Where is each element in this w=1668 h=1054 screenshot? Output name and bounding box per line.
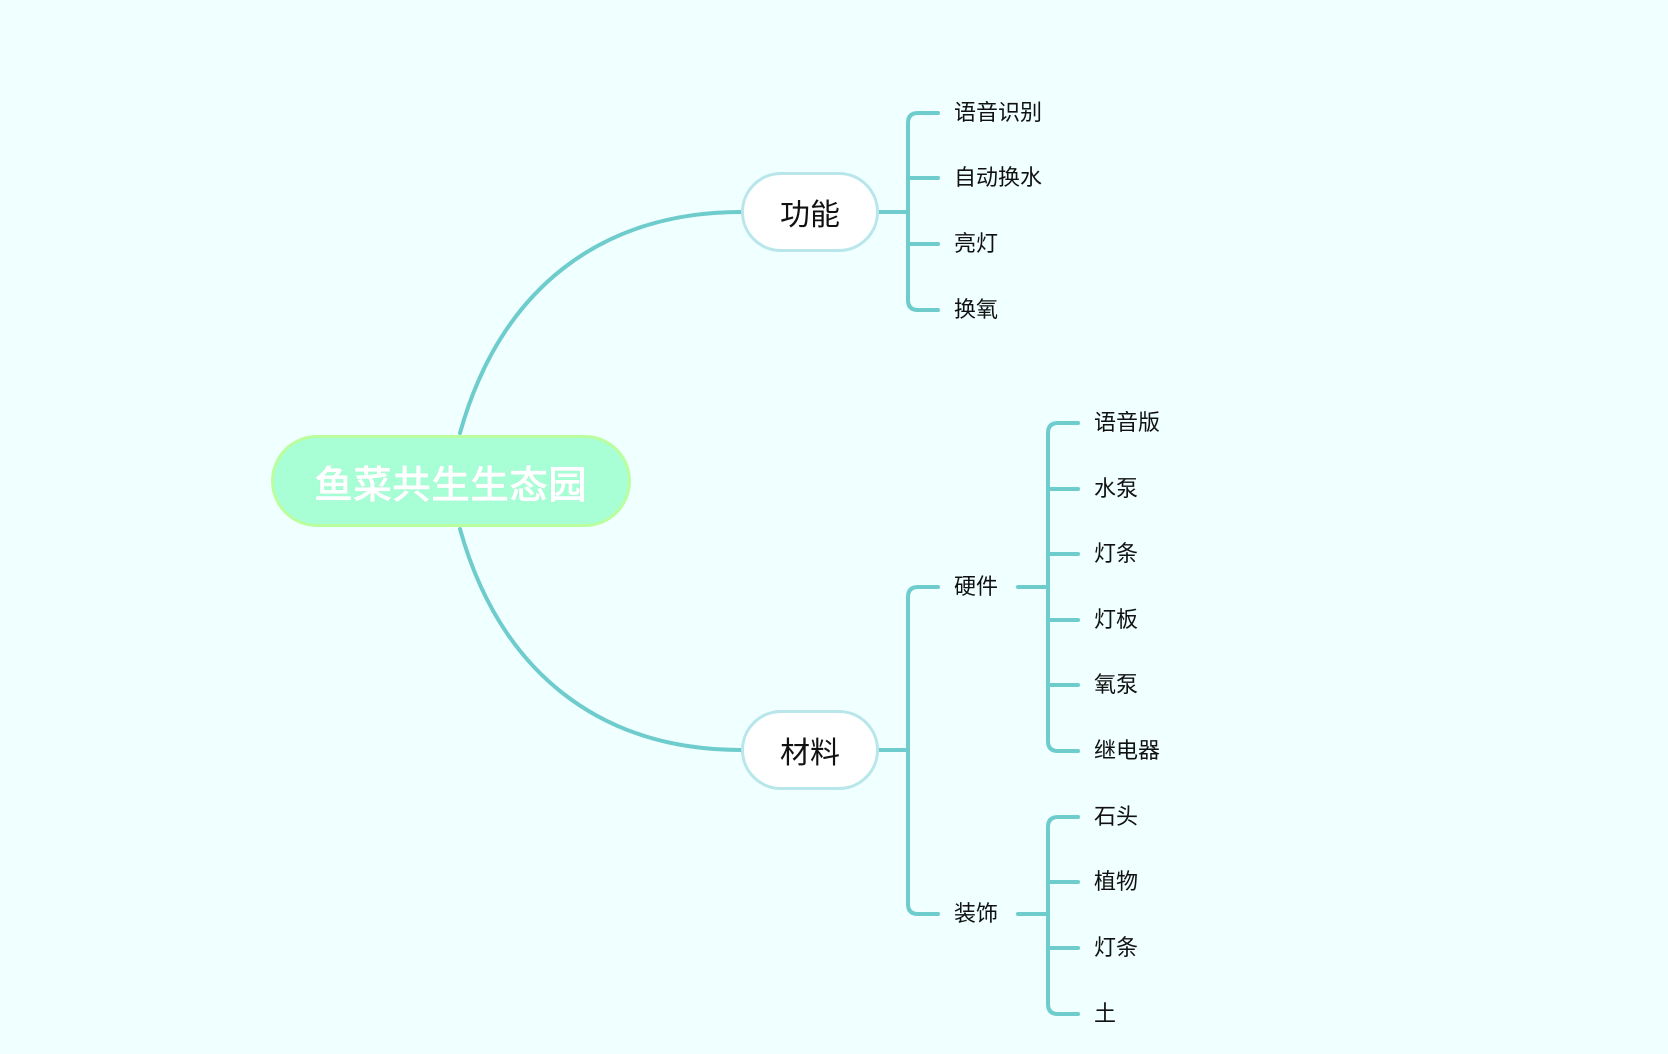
leaf-hardware-6[interactable]: 继电器 bbox=[1094, 739, 1161, 764]
connector-functions-bracket bbox=[906, 111, 940, 312]
connector-root-functions bbox=[458, 210, 743, 435]
leaf-decor-1[interactable]: 石头 bbox=[1094, 805, 1139, 830]
leaf-hardware-5[interactable]: 氧泵 bbox=[1094, 673, 1139, 698]
leaf-function-3[interactable]: 亮灯 bbox=[954, 232, 999, 257]
leaf-function-2[interactable]: 自动换水 bbox=[954, 166, 1043, 191]
connector-hardware-bracket bbox=[1046, 421, 1080, 753]
branch-node-functions[interactable]: 功能 bbox=[741, 172, 879, 252]
branch-node-materials[interactable]: 材料 bbox=[741, 710, 879, 790]
leaf-hardware-1[interactable]: 语音版 bbox=[1094, 411, 1161, 436]
leaf-function-4[interactable]: 换氧 bbox=[954, 298, 999, 323]
leaf-hardware-2[interactable]: 水泵 bbox=[1094, 477, 1139, 502]
connector-materials-bracket bbox=[906, 585, 940, 916]
subbranch-decor[interactable]: 装饰 bbox=[954, 902, 999, 927]
leaf-function-1[interactable]: 语音识别 bbox=[954, 101, 1043, 126]
leaf-decor-4[interactable]: 土 bbox=[1094, 1002, 1117, 1027]
leaf-decor-2[interactable]: 植物 bbox=[1094, 870, 1139, 895]
connector-decor-bracket bbox=[1046, 815, 1080, 1016]
leaf-hardware-4[interactable]: 灯板 bbox=[1094, 608, 1139, 633]
subbranch-hardware[interactable]: 硬件 bbox=[954, 575, 999, 600]
root-node[interactable]: 鱼菜共生生态园 bbox=[271, 435, 631, 527]
leaf-decor-3[interactable]: 灯条 bbox=[1094, 936, 1139, 961]
connector-root-materials bbox=[458, 527, 743, 752]
leaf-hardware-3[interactable]: 灯条 bbox=[1094, 542, 1139, 567]
